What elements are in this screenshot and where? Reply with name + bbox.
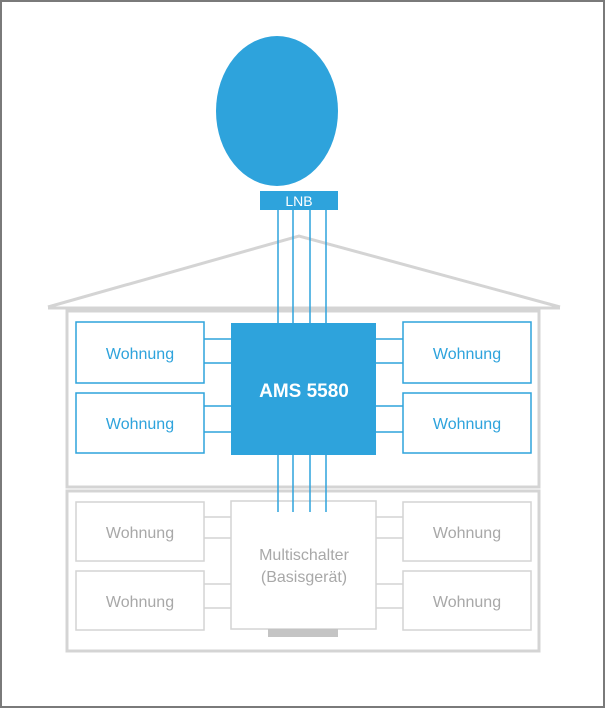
lower-unit-box	[402, 570, 532, 631]
lnb-label: LNB	[285, 193, 312, 209]
upper-unit-label: Wohnung	[433, 416, 501, 433]
upper-units: Wohnung Wohnung Wohnung Wohnung	[75, 321, 532, 454]
lower-connectors	[204, 516, 403, 609]
upper-unit-box	[75, 392, 205, 454]
lower-unit-box	[402, 501, 532, 562]
upper-unit-box	[75, 321, 205, 384]
lnb-feed-lines	[277, 210, 327, 512]
ams-5580-box	[231, 323, 376, 455]
lower-unit-label: Wohnung	[106, 525, 174, 542]
lnb-box	[260, 191, 338, 210]
lower-units: Wohnung Wohnung Wohnung Wohnung	[75, 501, 532, 631]
lower-unit-box	[75, 570, 205, 631]
lower-unit-label: Wohnung	[106, 594, 174, 611]
upper-unit-box	[402, 321, 532, 384]
upper-unit-box	[402, 392, 532, 454]
lower-floor	[65, 489, 541, 653]
lower-unit-box	[75, 501, 205, 562]
house-roof	[47, 234, 561, 309]
upper-floor	[65, 309, 541, 489]
multiswitch-label-line2: (Basisgerät)	[261, 569, 347, 586]
lower-unit-label: Wohnung	[433, 525, 501, 542]
upper-unit-label: Wohnung	[106, 346, 174, 363]
multiswitch-label-line1: Multischalter	[259, 547, 349, 564]
satellite-dish-icon	[216, 36, 338, 186]
multiswitch-foot	[268, 629, 338, 637]
upper-connectors	[204, 338, 403, 433]
multiswitch-base-box	[230, 500, 377, 630]
upper-unit-label: Wohnung	[433, 346, 501, 363]
lower-unit-label: Wohnung	[433, 594, 501, 611]
ams-5580-label: AMS 5580	[259, 381, 349, 402]
upper-unit-label: Wohnung	[106, 416, 174, 433]
